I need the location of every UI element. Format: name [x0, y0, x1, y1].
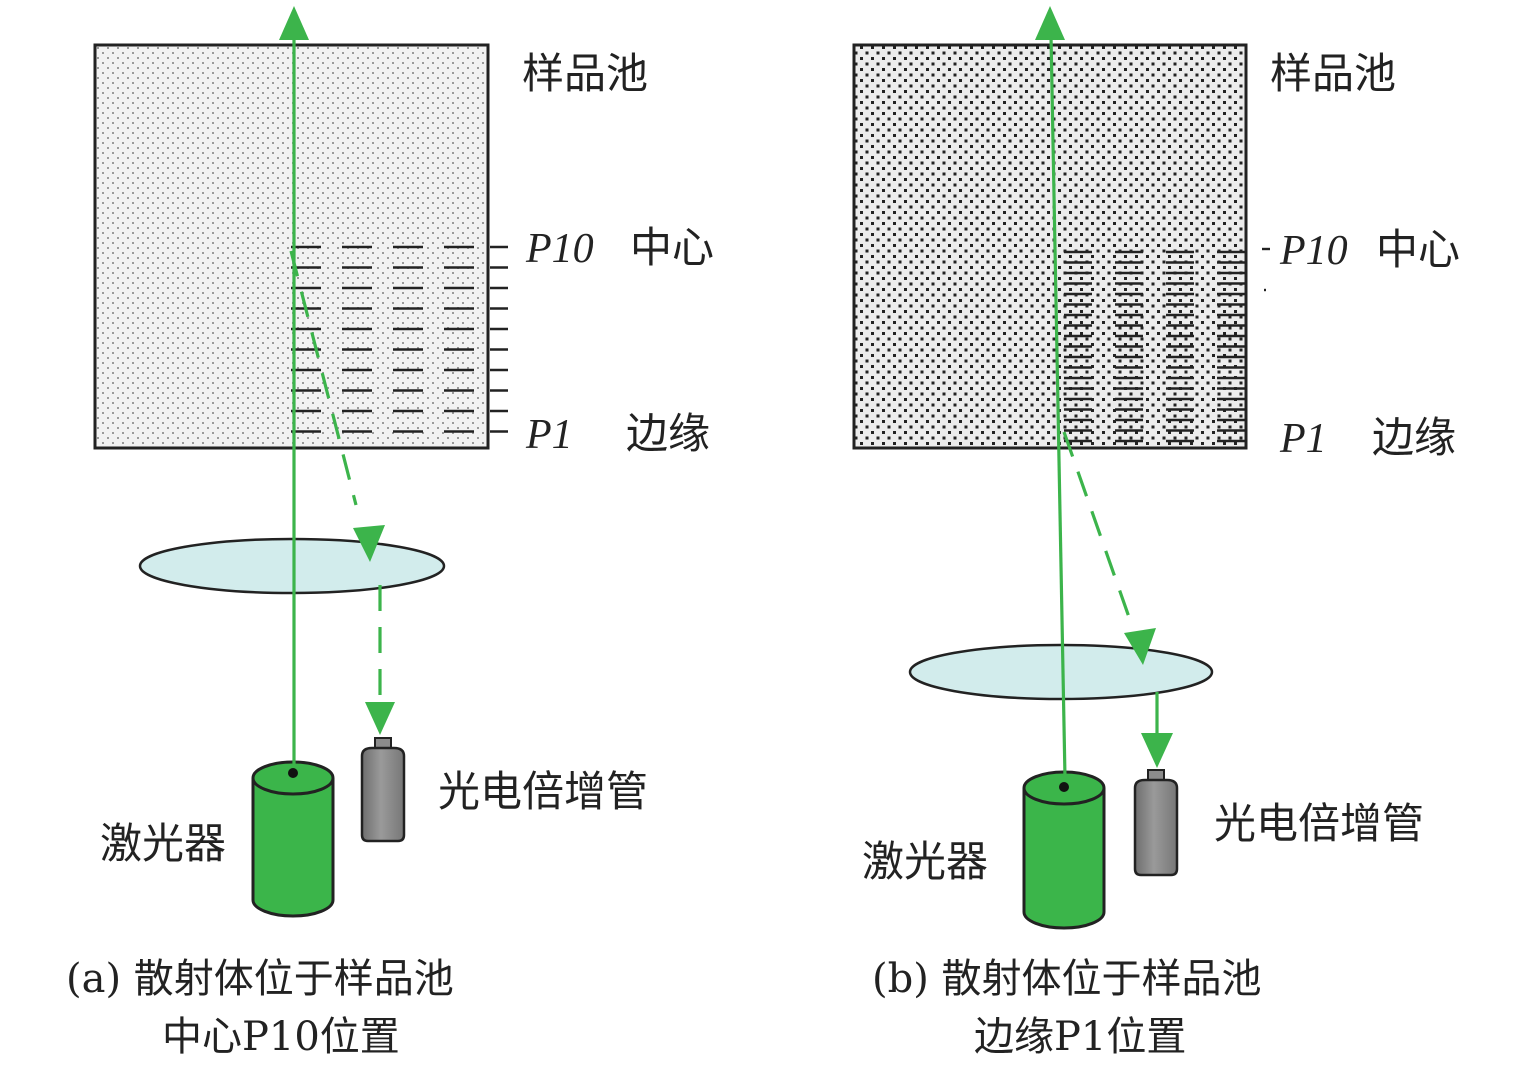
pmt-label-a: 光电倍增管 — [438, 767, 648, 816]
lens-b — [908, 643, 1214, 701]
pmt-b — [1133, 769, 1179, 877]
pmt-a — [360, 737, 406, 843]
beam-arrows-b — [1035, 6, 1173, 768]
laser-label-b: 激光器 — [862, 837, 988, 886]
p10-label-a: P10 — [525, 226, 594, 272]
laser-b — [1022, 770, 1106, 930]
sample-cell-label-a: 样品池 — [522, 49, 648, 98]
edge-label-b: 边缘 — [1372, 413, 1456, 462]
caption-line1-a: (a) 散射体位于样品池 — [66, 956, 454, 1002]
caption-line2-a: 中心P10位置 — [162, 1014, 400, 1060]
pmt-label-b: 光电倍增管 — [1214, 799, 1424, 848]
scatter-region-a — [291, 245, 474, 433]
scatter-region-b — [1064, 250, 1245, 443]
position-ticks-a — [490, 245, 508, 433]
beam-arrows-a — [279, 6, 395, 735]
center-label-b: 中心 — [1376, 225, 1460, 274]
lens-a — [138, 537, 446, 595]
panel-a: 样品池 P10 中心 P1 边缘 激光器 光电倍增管 (a) 散射体位于样品池 … — [66, 6, 714, 1060]
sample-cell-label-b: 样品池 — [1270, 49, 1396, 98]
beam-b — [1049, 35, 1159, 779]
center-label-a: 中心 — [630, 223, 714, 272]
caption-line2-b: 边缘P1位置 — [974, 1014, 1186, 1060]
p1-label-b: P1 — [1279, 416, 1327, 462]
laser-label-a: 激光器 — [100, 819, 226, 868]
edge-label-a: 边缘 — [626, 409, 710, 458]
laser-a — [251, 760, 335, 918]
panel-b: 样品池 P10 中心 P1 边缘 激光器 光电倍增管 (b) 散射体位于样品池 … — [852, 6, 1460, 1060]
p1-label-a: P1 — [525, 412, 573, 458]
beam-a — [289, 36, 382, 765]
caption-line1-b: (b) 散射体位于样品池 — [872, 956, 1262, 1002]
position-ticks-b — [1262, 247, 1270, 292]
p10-label-b: P10 — [1279, 228, 1348, 274]
